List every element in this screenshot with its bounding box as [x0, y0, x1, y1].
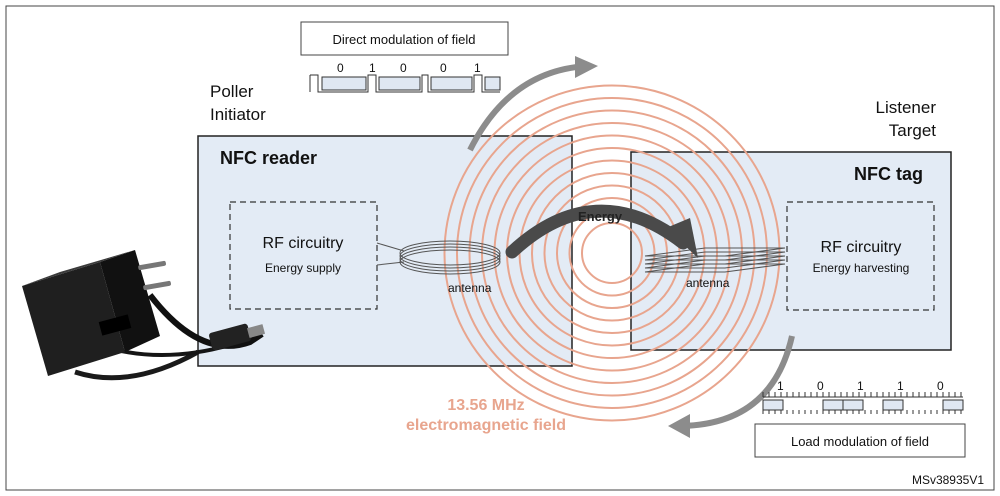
load-bit-label: 1 — [777, 379, 784, 393]
tag-antenna-label: antenna — [686, 276, 730, 290]
field-ring — [531, 172, 693, 334]
tag-rf-circuitry-box — [786, 201, 935, 311]
direct-bit-label: 1 — [474, 61, 481, 75]
field-ring — [468, 109, 756, 397]
load-bit-label: 0 — [817, 379, 824, 393]
reader-antenna-label: antenna — [448, 281, 492, 295]
tag-role-target: Target — [889, 121, 937, 140]
load-modulation-waveform — [762, 392, 964, 414]
load-bit-label: 0 — [937, 379, 944, 393]
direct-modulation-label: Direct modulation of field — [332, 32, 475, 47]
tag-title: NFC tag — [854, 164, 923, 184]
tag-role-listener: Listener — [876, 98, 937, 117]
charger-icon — [22, 250, 266, 381]
direct-bit-label: 0 — [400, 61, 407, 75]
field-description-label: electromagnetic field — [406, 417, 566, 434]
direct-modulation-bits: 0 1 0 0 1 — [337, 61, 481, 75]
field-ring — [543, 184, 681, 322]
reader-rf-circuitry-box — [229, 201, 378, 310]
direct-modulation-label-box — [300, 21, 509, 56]
load-wave-pulse — [882, 399, 904, 411]
figure-frame — [5, 5, 995, 491]
direct-modulation-waveform — [309, 74, 501, 93]
field-ring — [581, 222, 643, 284]
tag-antenna-coil — [644, 247, 786, 273]
direct-modulation-arrow — [467, 63, 589, 152]
load-wave-pulse — [942, 399, 964, 411]
direct-modulation-arrow-head — [575, 56, 598, 78]
direct-bit-label: 0 — [337, 61, 344, 75]
tag-rf-circuitry-subtitle: Energy harvesting — [813, 261, 910, 275]
energy-arrow-head — [666, 218, 698, 258]
field-ring — [456, 97, 768, 409]
reader-role-poller: Poller — [210, 82, 254, 101]
direct-bit-label: 1 — [369, 61, 376, 75]
load-bit-label: 1 — [897, 379, 904, 393]
load-wave-pulse — [842, 399, 864, 411]
load-wave-pulse — [762, 399, 784, 411]
load-modulation-arrow-head — [668, 414, 690, 438]
load-wave-pulse — [822, 399, 844, 411]
electromagnetic-field-rings — [443, 84, 781, 422]
energy-label: Energy — [578, 209, 623, 224]
reader-rf-circuitry-subtitle: Energy supply — [265, 261, 341, 275]
direct-bit-label: 0 — [440, 61, 447, 75]
load-bit-label: 1 — [857, 379, 864, 393]
reader-rf-circuitry-title: RF circuitry — [263, 235, 344, 252]
load-modulation-label-box — [754, 423, 966, 458]
figure-id: MSv38935V1 — [912, 473, 984, 487]
reader-antenna-coil — [376, 240, 501, 275]
load-modulation-bits: 1 0 1 1 0 — [777, 379, 944, 393]
reader-role-initiator: Initiator — [210, 105, 266, 124]
reader-title: NFC reader — [220, 148, 317, 168]
energy-arrow — [505, 204, 690, 259]
field-frequency-label: 13.56 MHz — [447, 397, 524, 414]
tag-rf-circuitry-title: RF circuitry — [821, 239, 902, 256]
load-modulation-arrow — [679, 335, 795, 429]
load-modulation-label: Load modulation of field — [791, 434, 929, 449]
